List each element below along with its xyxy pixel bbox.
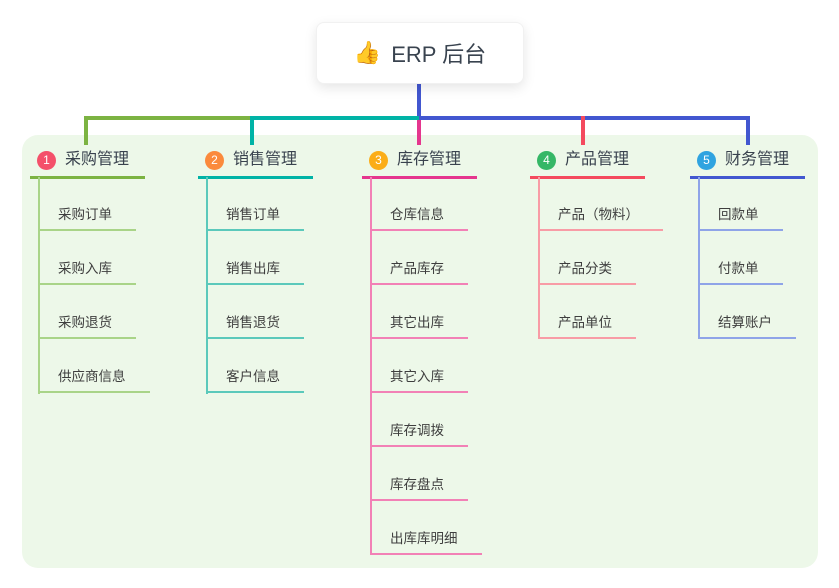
branch-sales: 2 销售管理 销售订单 销售出库 销售退货 客户信息 (198, 0, 368, 588)
branch-title: 销售管理 (233, 151, 298, 168)
child-node[interactable]: 仓库信息 (370, 206, 468, 231)
child-node[interactable]: 其它入库 (370, 368, 468, 393)
branch-inventory: 3 库存管理 仓库信息 产品库存 其它出库 其它入库 库存调拨 库存盘点 出库库… (362, 0, 532, 588)
child-node[interactable]: 采购订单 (38, 206, 136, 231)
branch-product: 4 产品管理 产品（物料） 产品分类 产品单位 (530, 0, 700, 588)
child-node[interactable]: 结算账户 (698, 314, 796, 339)
child-node[interactable]: 其它出库 (370, 314, 468, 339)
branch-spine-line (698, 177, 700, 339)
child-node[interactable]: 出库库明细 (370, 530, 482, 555)
connector-stub-branch-1 (84, 116, 88, 145)
connector-trunk (417, 82, 421, 118)
branch-number-badge: 2 (205, 150, 224, 170)
child-node[interactable]: 销售出库 (206, 260, 304, 285)
branch-spine-line (538, 177, 540, 339)
child-node[interactable]: 采购入库 (38, 260, 136, 285)
branch-number-badge: 3 (369, 150, 388, 170)
branch-spine-line (370, 177, 372, 555)
thumbs-up-icon: 👍 (353, 40, 382, 65)
branches-background-panel (22, 135, 818, 568)
connector-bus-segment-1 (84, 116, 252, 120)
root-title: ERP 后台 (391, 42, 487, 67)
branch-procurement: 1 采购管理 采购订单 采购入库 采购退货 供应商信息 (30, 0, 200, 588)
connector-stub-branch-4 (581, 116, 585, 145)
child-node[interactable]: 产品单位 (538, 314, 636, 339)
branch-number-badge: 1 (37, 150, 56, 170)
child-node[interactable]: 库存调拨 (370, 422, 468, 447)
child-node[interactable]: 客户信息 (206, 368, 304, 393)
branch-title-node[interactable]: 5 财务管理 (690, 147, 806, 179)
child-node[interactable]: 产品（物料） (538, 206, 663, 231)
branch-number-badge: 5 (697, 150, 716, 170)
child-node[interactable]: 产品分类 (538, 260, 636, 285)
root-node[interactable]: 👍 ERP 后台 (316, 22, 524, 84)
child-node[interactable]: 采购退货 (38, 314, 136, 339)
connector-stub-branch-3 (417, 120, 421, 145)
child-node[interactable]: 库存盘点 (370, 476, 468, 501)
child-node[interactable]: 回款单 (698, 206, 783, 231)
branch-title-node[interactable]: 4 产品管理 (530, 147, 646, 179)
branch-title-node[interactable]: 3 库存管理 (362, 147, 478, 179)
child-node[interactable]: 供应商信息 (38, 368, 150, 393)
branch-title: 采购管理 (65, 151, 130, 168)
branch-spine-line (38, 177, 40, 394)
connector-bus-segment-2 (252, 116, 419, 120)
child-node[interactable]: 销售订单 (206, 206, 304, 231)
branch-title: 产品管理 (565, 151, 630, 168)
branch-title: 财务管理 (725, 151, 790, 168)
child-node[interactable]: 产品库存 (370, 260, 468, 285)
connector-stub-branch-2 (250, 116, 254, 145)
branch-title-node[interactable]: 2 销售管理 (198, 147, 314, 179)
branch-spine-line (206, 177, 208, 394)
branch-title-node[interactable]: 1 采购管理 (30, 147, 146, 179)
branch-title: 库存管理 (397, 151, 462, 168)
child-node[interactable]: 销售退货 (206, 314, 304, 339)
child-node[interactable]: 付款单 (698, 260, 783, 285)
connector-stub-branch-5 (746, 116, 750, 145)
branch-number-badge: 4 (537, 150, 556, 170)
branch-finance: 5 财务管理 回款单 付款单 结算账户 (690, 0, 839, 588)
